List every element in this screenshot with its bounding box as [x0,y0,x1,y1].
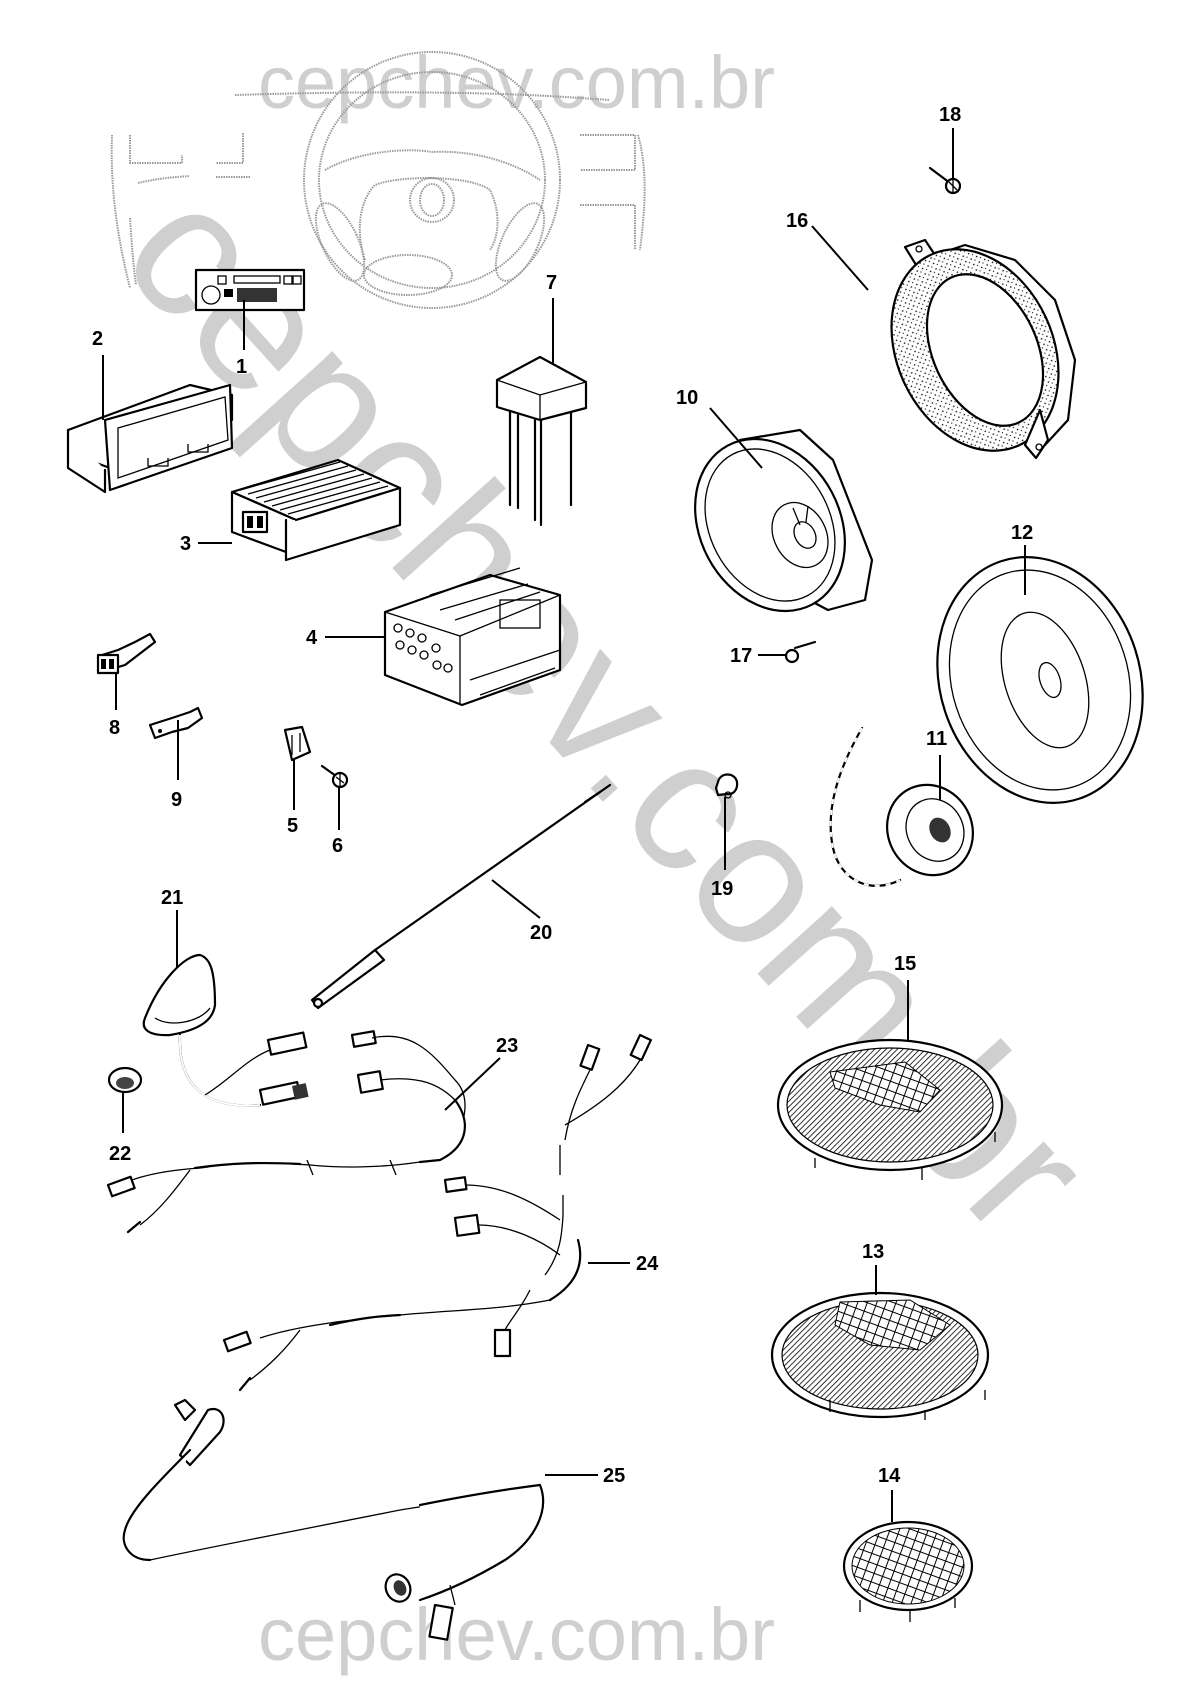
part-15-speaker-grille[interactable] [776,1038,1004,1180]
label-part-17: 17 [730,645,752,667]
label-part-16: 16 [786,210,808,232]
label-part-10: 10 [676,387,698,409]
part-11-tweeter[interactable] [829,726,989,890]
label-part-14: 14 [878,1465,901,1487]
part-13-speaker-grille[interactable] [770,1291,990,1420]
label-part-9: 9 [171,789,182,811]
dashboard-context [110,51,646,309]
label-part-19: 19 [711,878,733,900]
part-4-radio-chassis[interactable] [383,567,562,707]
part-6-screw[interactable] [320,764,349,789]
label-part-24: 24 [636,1253,659,1275]
label-part-12: 12 [1011,522,1033,544]
label-part-23: 23 [496,1035,518,1057]
part-16-speaker-adapter-ring[interactable] [860,222,1090,478]
part-2-radio-bracket[interactable] [66,383,234,494]
label-part-8: 8 [109,717,120,739]
part-1-radio-head-unit[interactable] [194,268,306,312]
part-21-antenna-base[interactable] [142,953,309,1107]
part-9-male-terminal[interactable] [148,706,204,740]
label-part-3: 3 [180,533,191,555]
part-17-screw[interactable] [784,640,817,664]
label-part-18: 18 [939,104,961,126]
label-part-6: 6 [332,835,343,857]
label-part-22: 22 [109,1143,131,1165]
part-8-female-terminal[interactable] [96,632,157,675]
part-14-tweeter-grille[interactable] [842,1520,974,1622]
part-12-rear-speaker[interactable] [906,530,1173,830]
label-part-11: 11 [926,728,947,750]
label-part-13: 13 [862,1241,884,1263]
part-24-antenna-harness[interactable] [222,1033,652,1392]
part-10-door-speaker[interactable] [666,413,874,638]
part-22-antenna-grommet[interactable] [107,1066,143,1094]
watermark-top: cepchev.com.br [258,41,775,124]
label-part-4: 4 [306,627,318,649]
part-20-antenna-mast[interactable] [310,783,612,1010]
part-7-relay-module[interactable] [495,355,588,527]
part-25-speaker-harness[interactable] [122,1398,545,1641]
label-part-20: 20 [530,922,552,944]
label-part-2: 2 [92,328,103,350]
label-part-5: 5 [287,815,298,837]
watermark-bottom: cepchev.com.br [258,1593,775,1676]
part-3-amplifier[interactable] [230,458,402,562]
label-part-15: 15 [894,953,916,975]
label-part-7: 7 [546,272,557,294]
label-part-25: 25 [603,1465,625,1487]
label-part-1: 1 [236,356,247,378]
part-23-antenna-harness[interactable] [106,1030,466,1234]
part-5-clip[interactable] [283,725,312,762]
label-part-21: 21 [161,887,183,909]
part-19-cable-clip[interactable] [714,773,739,799]
part-18-screw[interactable] [928,166,962,195]
